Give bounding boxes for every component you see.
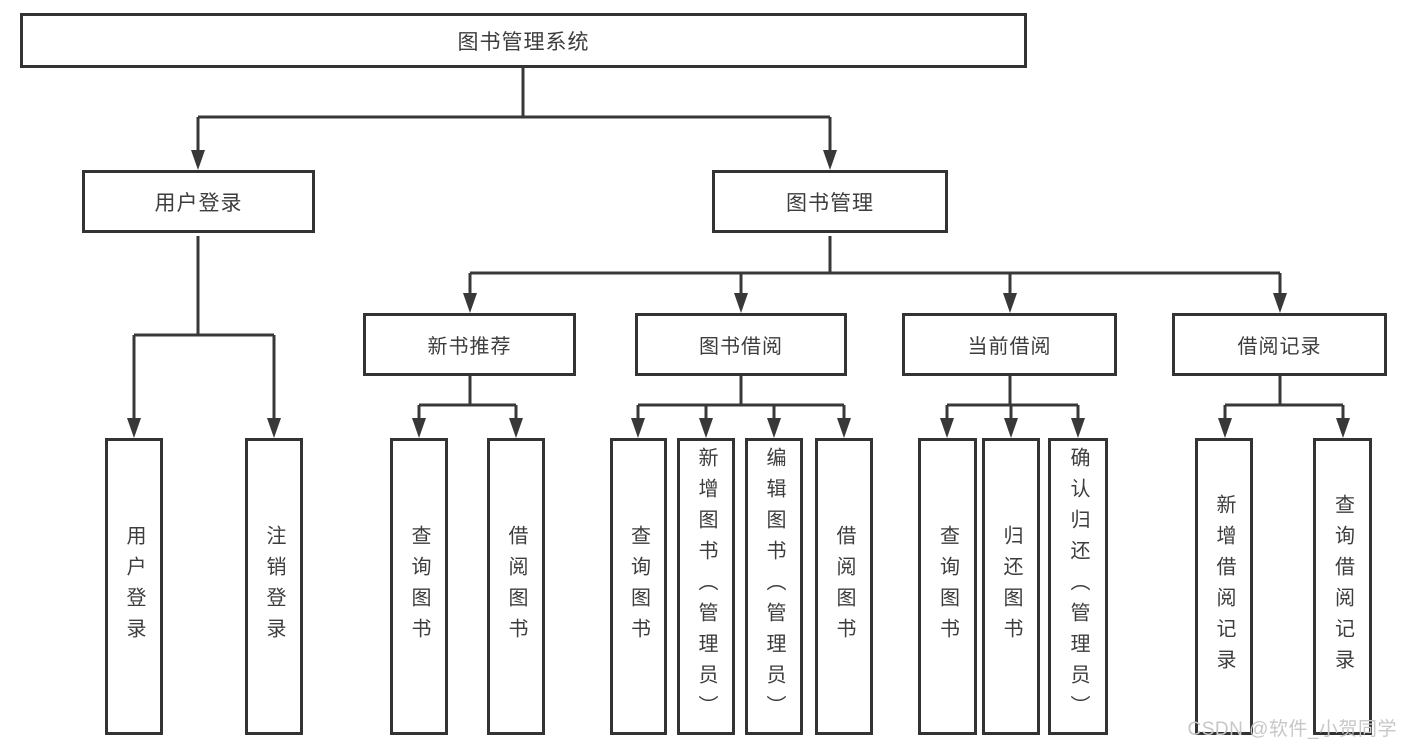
node-label: 查询图书 (936, 524, 959, 649)
node-user-login: 用户登录 (82, 170, 315, 233)
node-label: 图书借阅 (699, 336, 783, 358)
leaf-query-books-current: 查询图书 (918, 438, 977, 735)
node-new-book-recommend: 新书推荐 (363, 313, 576, 376)
leaf-query-borrow-record: 查询借阅记录 (1313, 438, 1372, 735)
node-label: 借阅记录 (1237, 336, 1322, 358)
node-label: 查询图书 (408, 524, 430, 649)
node-borrowing-records: 借阅记录 (1172, 313, 1387, 376)
csdn-watermark: CSDN @软件_小贺同学 (1187, 719, 1397, 740)
node-label: 借阅图书 (505, 524, 527, 649)
node-label: 当前借阅 (967, 336, 1052, 358)
node-label: 图书管理系统 (457, 30, 590, 54)
leaf-logout: 注销登录 (245, 438, 303, 735)
node-book-management: 图书管理 (712, 170, 948, 233)
node-label: 查询图书 (627, 524, 650, 649)
node-label: 归还图书 (1000, 524, 1022, 649)
leaf-edit-book-admin: 编辑图书（管理员） (745, 438, 803, 735)
leaf-confirm-return-admin: 确认归还（管理员） (1048, 438, 1108, 735)
node-label: 查询借阅记录 (1331, 493, 1354, 680)
node-label: 确认归还（管理员） (1067, 447, 1089, 726)
node-label: 编辑图书（管理员） (763, 447, 785, 726)
leaf-borrow-books-recommend: 借阅图书 (487, 438, 545, 735)
node-label: 借阅图书 (833, 524, 855, 649)
leaf-query-books-borrow: 查询图书 (610, 438, 667, 735)
leaf-add-borrow-record: 新增借阅记录 (1195, 438, 1253, 735)
leaf-user-login: 用户登录 (105, 438, 163, 735)
node-label: 用户登录 (123, 524, 145, 649)
node-book-borrowing: 图书借阅 (635, 313, 847, 376)
leaf-query-books-recommend: 查询图书 (390, 438, 448, 735)
node-label: 用户登录 (154, 191, 243, 215)
node-library-management-system: 图书管理系统 (20, 13, 1027, 68)
node-label: 新增图书（管理员） (695, 447, 717, 726)
leaf-return-book: 归还图书 (982, 438, 1040, 735)
node-label: 新书推荐 (427, 336, 512, 358)
leaf-borrow-books: 借阅图书 (815, 438, 873, 735)
node-label: 图书管理 (786, 191, 874, 215)
node-label: 注销登录 (263, 524, 285, 649)
leaf-add-book-admin: 新增图书（管理员） (677, 438, 735, 735)
node-label: 新增借阅记录 (1213, 493, 1235, 680)
node-current-borrowing: 当前借阅 (902, 313, 1117, 376)
